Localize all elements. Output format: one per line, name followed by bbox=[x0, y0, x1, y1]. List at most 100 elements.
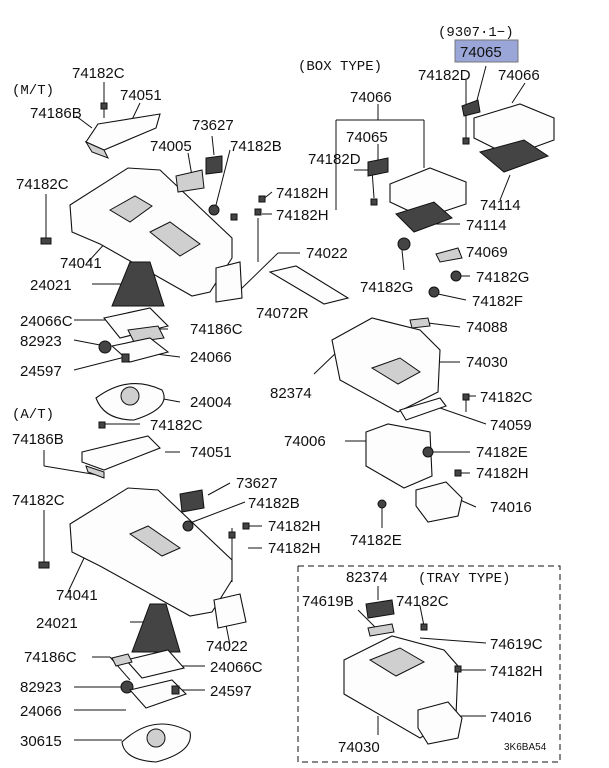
trim-74072r bbox=[268, 265, 350, 305]
bolt-24597-at bbox=[171, 685, 180, 695]
label-74182h-mt-2: 74182H bbox=[276, 207, 329, 224]
tray-74619c bbox=[368, 647, 426, 677]
label-74182b-mt: 74182B bbox=[230, 138, 282, 155]
section-tray-type: (TRAY TYPE) bbox=[418, 571, 510, 587]
screw-74182e-a bbox=[422, 446, 434, 458]
panel-74005 bbox=[175, 169, 205, 193]
clip-82923-mt bbox=[98, 340, 112, 354]
label-74006: 74006 bbox=[284, 433, 326, 450]
label-74066-top: 74066 bbox=[498, 67, 540, 84]
label-73627-at: 73627 bbox=[236, 475, 278, 492]
label-74005: 74005 bbox=[150, 138, 192, 155]
screw-74182c-at-left bbox=[38, 561, 50, 569]
plate-74186b-mt bbox=[84, 140, 110, 159]
label-24597-mt: 24597 bbox=[20, 363, 62, 380]
label-74114-top: 74114 bbox=[480, 197, 521, 214]
label-74022-mt: 74022 bbox=[306, 245, 348, 262]
label-74088: 74088 bbox=[466, 319, 508, 336]
label-74182g-right: 74182G bbox=[476, 269, 529, 286]
label-24021-mt: 24021 bbox=[30, 277, 72, 294]
label-24066c-at: 24066C bbox=[210, 659, 263, 676]
console-74041-at bbox=[69, 487, 233, 617]
label-74619b: 74619B bbox=[302, 593, 354, 610]
screw-74182f bbox=[428, 286, 440, 298]
at-parts bbox=[38, 421, 250, 763]
label-82923-at: 82923 bbox=[20, 679, 62, 696]
screw-74182c-mt-left bbox=[40, 237, 52, 245]
label-30615: 30615 bbox=[20, 733, 62, 750]
label-74186b-mt: 74186B bbox=[30, 105, 82, 122]
label-74182c-at-left: 74182C bbox=[12, 492, 65, 509]
mat-82374-tray bbox=[365, 599, 395, 619]
section-box-type: (BOX TYPE) bbox=[298, 59, 382, 75]
screw-74182h-tray bbox=[454, 665, 462, 673]
bracket-74022-at bbox=[213, 593, 247, 629]
plate-74051-mt bbox=[85, 113, 161, 151]
label-82923-mt: 82923 bbox=[20, 333, 62, 350]
label-74182c-tray: 74182C bbox=[396, 593, 449, 610]
frame-24066c-at bbox=[124, 649, 186, 679]
bracket-74022-mt bbox=[215, 261, 243, 303]
revision-code: (9307·1−) bbox=[438, 25, 514, 41]
switch-73627-at bbox=[179, 489, 205, 513]
console-74041-mt-recess bbox=[109, 195, 153, 223]
label-74182e-bottom: 74182E bbox=[350, 532, 402, 549]
boot-30615-center bbox=[146, 728, 166, 748]
label-74022-at: 74022 bbox=[206, 638, 248, 655]
tray-type-frame bbox=[297, 565, 561, 763]
boot-24021-mt bbox=[111, 261, 165, 307]
tray-74114-box bbox=[395, 201, 453, 233]
label-82374-tray: 82374 bbox=[346, 569, 388, 586]
label-74182h-mt-1: 74182H bbox=[276, 185, 329, 202]
box-74006 bbox=[365, 423, 433, 489]
pad-74088 bbox=[409, 317, 431, 329]
label-74069: 74069 bbox=[466, 244, 508, 261]
label-74182d-box: 74182D bbox=[308, 151, 361, 168]
label-24066c-mt: 24066C bbox=[20, 313, 73, 330]
highlight-74065-box bbox=[454, 39, 519, 63]
label-74016-tray: 74016 bbox=[490, 709, 532, 726]
label-24066-mt: 24066 bbox=[190, 349, 232, 366]
section-at: (A/T) bbox=[12, 407, 54, 423]
label-73627-mt: 73627 bbox=[192, 117, 234, 134]
bracket-74016-tray bbox=[417, 701, 463, 745]
screw-74182e-b bbox=[377, 499, 387, 509]
lid-74066-top bbox=[473, 103, 555, 157]
label-74051-mt: 74051 bbox=[120, 87, 162, 104]
label-74182g-left: 74182G bbox=[360, 279, 413, 296]
label-74182h-at-1: 74182H bbox=[268, 518, 321, 535]
pad-74619b bbox=[367, 623, 395, 637]
lid-74059 bbox=[399, 397, 447, 421]
screw-74182d-box bbox=[370, 198, 378, 206]
label-74066-box: 74066 bbox=[350, 89, 392, 106]
label-24066-at: 24066 bbox=[20, 703, 62, 720]
label-74114-box: 74114 bbox=[466, 217, 507, 234]
label-74186c-mt: 74186C bbox=[190, 321, 243, 338]
lid-74066-box bbox=[389, 167, 467, 219]
screw-74182h-mt-3 bbox=[230, 213, 238, 221]
switch-73627-mt bbox=[205, 155, 223, 175]
console-74041-at-recess bbox=[128, 525, 182, 557]
section-mt: (M/T) bbox=[12, 83, 54, 99]
label-74186c-at: 74186C bbox=[24, 649, 77, 666]
section-headers: (M/T) (A/T) (BOX TYPE) (TRAY TYPE) (9307… bbox=[12, 25, 547, 753]
screw-74182c-mt-top bbox=[100, 102, 108, 110]
plate-74051-at bbox=[81, 435, 161, 471]
label-74186b-at: 74186B bbox=[12, 431, 64, 448]
label-74182h-box: 74182H bbox=[476, 465, 529, 482]
label-74065-highlighted: 74065 bbox=[460, 44, 502, 61]
label-74016-box: 74016 bbox=[490, 499, 532, 516]
label-74030-tray: 74030 bbox=[338, 739, 380, 756]
label-74065-box: 74065 bbox=[346, 129, 388, 146]
boot-24004-center bbox=[120, 386, 140, 406]
label-74182f: 74182F bbox=[472, 293, 523, 310]
grommet-74182g-a bbox=[397, 237, 411, 251]
plate-74186c-at bbox=[111, 653, 133, 667]
plate-74186b-at bbox=[85, 465, 105, 479]
screw-74182h-mt-1 bbox=[258, 195, 266, 203]
label-74182c-box: 74182C bbox=[480, 389, 533, 406]
grommet-74182g-b bbox=[450, 270, 462, 282]
label-24021-at: 24021 bbox=[36, 615, 78, 632]
